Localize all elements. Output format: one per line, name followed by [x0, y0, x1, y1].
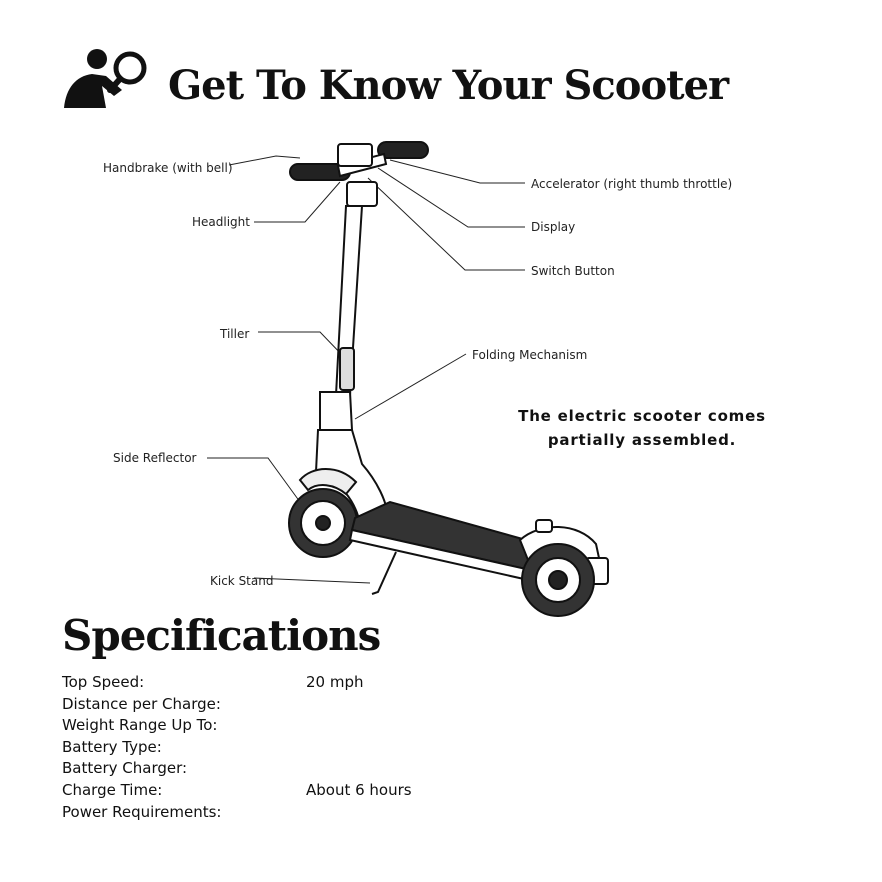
page-title: Get To Know Your Scooter — [168, 62, 729, 109]
spec-row-weight-range: Weight Range Up To: — [62, 715, 562, 737]
spec-label: Battery Charger: — [62, 759, 188, 778]
spec-label: Power Requirements: — [62, 802, 222, 821]
specifications-list: Top Speed: 20 mph Distance per Charge: W… — [62, 672, 562, 823]
spec-label: Battery Type: — [62, 737, 162, 756]
spec-row-power-requirements: Power Requirements: — [62, 802, 562, 824]
spec-label: Weight Range Up To: — [62, 716, 218, 735]
assembly-note-line-2: partially assembled. — [547, 431, 737, 449]
callout-switch-button: Switch Button — [531, 264, 615, 278]
assembly-note-line-1: The electric scooter comes — [518, 407, 766, 425]
callout-display: Display — [531, 220, 576, 234]
spec-row-charge-time: Charge Time: About 6 hours — [62, 780, 562, 802]
callout-kick-stand: Kick Stand — [210, 574, 274, 588]
spec-label: Top Speed: — [62, 673, 145, 691]
callout-folding-mechanism: Folding Mechanism — [472, 348, 588, 362]
callout-side-reflector: Side Reflector — [113, 451, 197, 465]
specifications-title: Specifications — [62, 611, 381, 660]
spec-value: 20 mph — [306, 673, 364, 691]
callout-tiller: Tiller — [220, 327, 250, 341]
assembly-note: The electric scooter comes partially ass… — [512, 404, 772, 452]
spec-row-battery-charger: Battery Charger: — [62, 758, 562, 780]
callout-headlight: Headlight — [192, 215, 250, 229]
callout-handbrake: Handbrake (with bell) — [103, 161, 233, 175]
spec-label: Distance per Charge: — [62, 694, 221, 713]
scooter-diagram — [207, 141, 609, 617]
person-with-magnifying-glass-icon — [64, 49, 147, 108]
spec-value: About 6 hours — [306, 780, 412, 799]
spec-row-distance-per-charge: Distance per Charge: — [62, 694, 562, 716]
spec-row-battery-type: Battery Type: — [62, 737, 562, 759]
spec-row-top-speed: Top Speed: 20 mph — [62, 672, 562, 694]
spec-label: Charge Time: — [62, 780, 163, 799]
callout-accelerator: Accelerator (right thumb throttle) — [531, 177, 733, 191]
